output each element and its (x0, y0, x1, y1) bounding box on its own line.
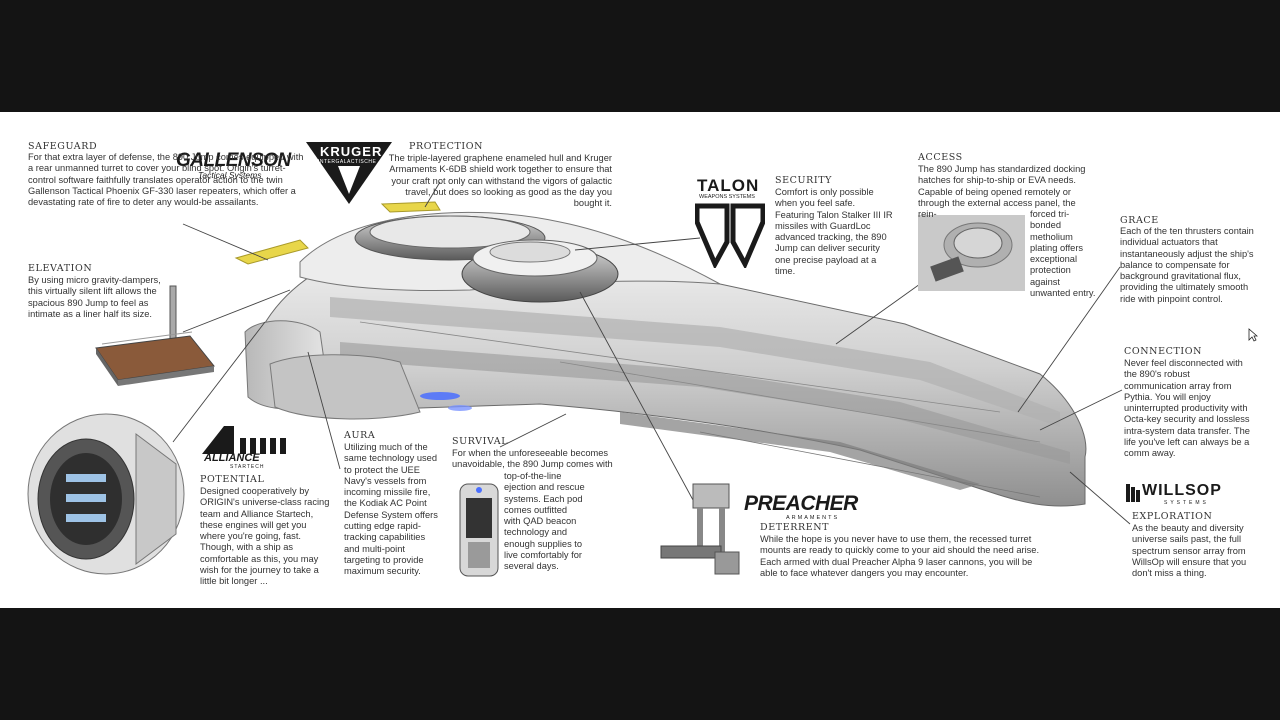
grace-heading: GRACE (1120, 215, 1159, 226)
exploration-text: As the beauty and diversity universe sai… (1132, 523, 1247, 579)
potential-heading: POTENTIAL (200, 474, 265, 485)
talon-logo: TALON WEAPONS SYSTEMS (695, 176, 767, 270)
turret-mount-image (660, 483, 740, 575)
potential-text: Designed cooperatively by ORIGIN's unive… (200, 486, 330, 587)
elevation-heading: ELEVATION (28, 263, 93, 274)
security-text: Comfort is only possible when you feel s… (775, 187, 893, 277)
kruger-logo: KRUGER INTERGALACTISCHE (306, 142, 392, 204)
security-heading: SECURITY (775, 175, 833, 186)
willsop-logo-text: WILLSOP (1142, 482, 1222, 499)
talon-logo-subtext: WEAPONS SYSTEMS (699, 194, 755, 200)
connection-text: Never feel disconnected with the 890's r… (1124, 358, 1250, 459)
talon-emblem-icon (695, 203, 765, 268)
preacher-logo-text: PREACHER (744, 492, 858, 515)
willsop-logo: WILLSOP SYSTEMS (1126, 482, 1226, 512)
willsop-logo-subtext: SYSTEMS (1164, 500, 1209, 506)
engine-thruster-image (27, 413, 185, 575)
infographic-poster: GALLENSON Tactical Systems KRUGER INTERG… (0, 112, 1280, 608)
protection-heading: PROTECTION (409, 141, 484, 152)
access-text-side: forced tri-bonded metholium plating offe… (1030, 209, 1096, 299)
lift-platform-image (95, 285, 215, 386)
survival-text-top: For when the unforeseeable becomes unavo… (452, 448, 613, 470)
deterrent-text: While the hope is you never have to use … (760, 534, 1040, 578)
kruger-logo-text: KRUGER (320, 144, 383, 159)
talon-logo-text: TALON (697, 176, 760, 195)
exploration-heading: EXPLORATION (1132, 511, 1213, 522)
alliance-emblem-icon (202, 426, 286, 454)
connection-heading: CONNECTION (1124, 346, 1203, 357)
survival-text-side: top-of-the-line ejection and rescue syst… (504, 471, 585, 572)
grace-text: Each of the ten thrusters contain indivi… (1120, 226, 1254, 304)
kruger-logo-subtext: INTERGALACTISCHE (318, 159, 377, 165)
alliance-logo: ALLIANCE STARTECH (200, 424, 300, 470)
protection-text: The triple-layered graphene enameled hul… (388, 153, 612, 209)
gallenson-logo: GALLENSON Tactical Systems (172, 148, 291, 184)
access-text-top: The 890 Jump has standardized docking ha… (918, 164, 1086, 220)
deterrent-heading: DETERRENT (760, 522, 830, 533)
willsop-emblem-icon (1126, 484, 1140, 502)
safeguard-heading: SAFEGUARD (28, 141, 98, 152)
gallenson-logo-subtext: Tactical Systems (198, 170, 262, 180)
safeguard-text: For that extra layer of defense, the 890… (28, 152, 304, 208)
ship-illustration (234, 201, 1087, 507)
cursor-arrow-icon (1248, 328, 1258, 342)
gallenson-logo-text: GALLENSON (176, 150, 291, 171)
aura-text: Utilizing much of the same technology us… (344, 442, 438, 577)
kruger-shield-icon (306, 142, 392, 204)
aura-heading: AURA (344, 430, 376, 441)
leader-lines (172, 181, 1131, 525)
alliance-logo-subtext: STARTECH (230, 464, 265, 470)
access-heading: ACCESS (918, 152, 963, 163)
escape-pod-image (459, 483, 499, 577)
survival-heading: SURVIVAL (452, 436, 509, 447)
preacher-logo: PREACHER ARMAMENTS (740, 492, 882, 532)
elevation-text: By using micro gravity-dampers, this vir… (28, 275, 161, 319)
alliance-logo-text: ALLIANCE (204, 452, 260, 464)
docking-hatch-image (918, 215, 1025, 291)
preacher-logo-subtext: ARMAMENTS (786, 515, 840, 521)
